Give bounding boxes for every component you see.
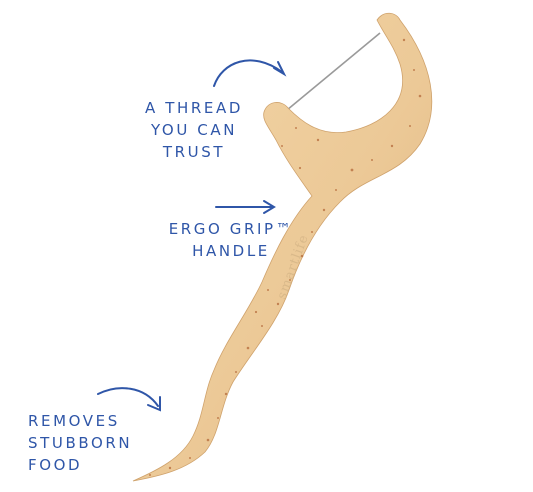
callout-food-line-1: REMOVES xyxy=(28,412,120,430)
callout-thread-line-1: A THREAD xyxy=(145,99,243,117)
callout-thread-line-3: TRUST xyxy=(162,143,226,161)
callout-food-line-2: STUBBORN xyxy=(28,434,133,452)
callout-grip-line-2: HANDLE xyxy=(192,242,270,260)
callout-grip-line-1: ERGO GRIP™ xyxy=(168,220,294,238)
callout-ergo-grip: ERGO GRIP™ HANDLE xyxy=(162,218,300,262)
speckle-texture xyxy=(149,38,422,476)
callout-removes-food: REMOVES STUBBORN FOOD xyxy=(28,410,146,476)
curved-arrow-right-icon xyxy=(97,387,161,412)
callout-food-line-3: FOOD xyxy=(28,456,83,474)
floss-pick-body xyxy=(132,12,433,482)
callout-thread-line-2: YOU CAN xyxy=(150,121,238,139)
floss-thread xyxy=(286,32,381,111)
callout-thread-quality: A THREAD YOU CAN TRUST xyxy=(128,97,260,163)
straight-arrow-right-icon xyxy=(215,200,276,214)
curved-arrow-right-icon xyxy=(213,59,287,87)
